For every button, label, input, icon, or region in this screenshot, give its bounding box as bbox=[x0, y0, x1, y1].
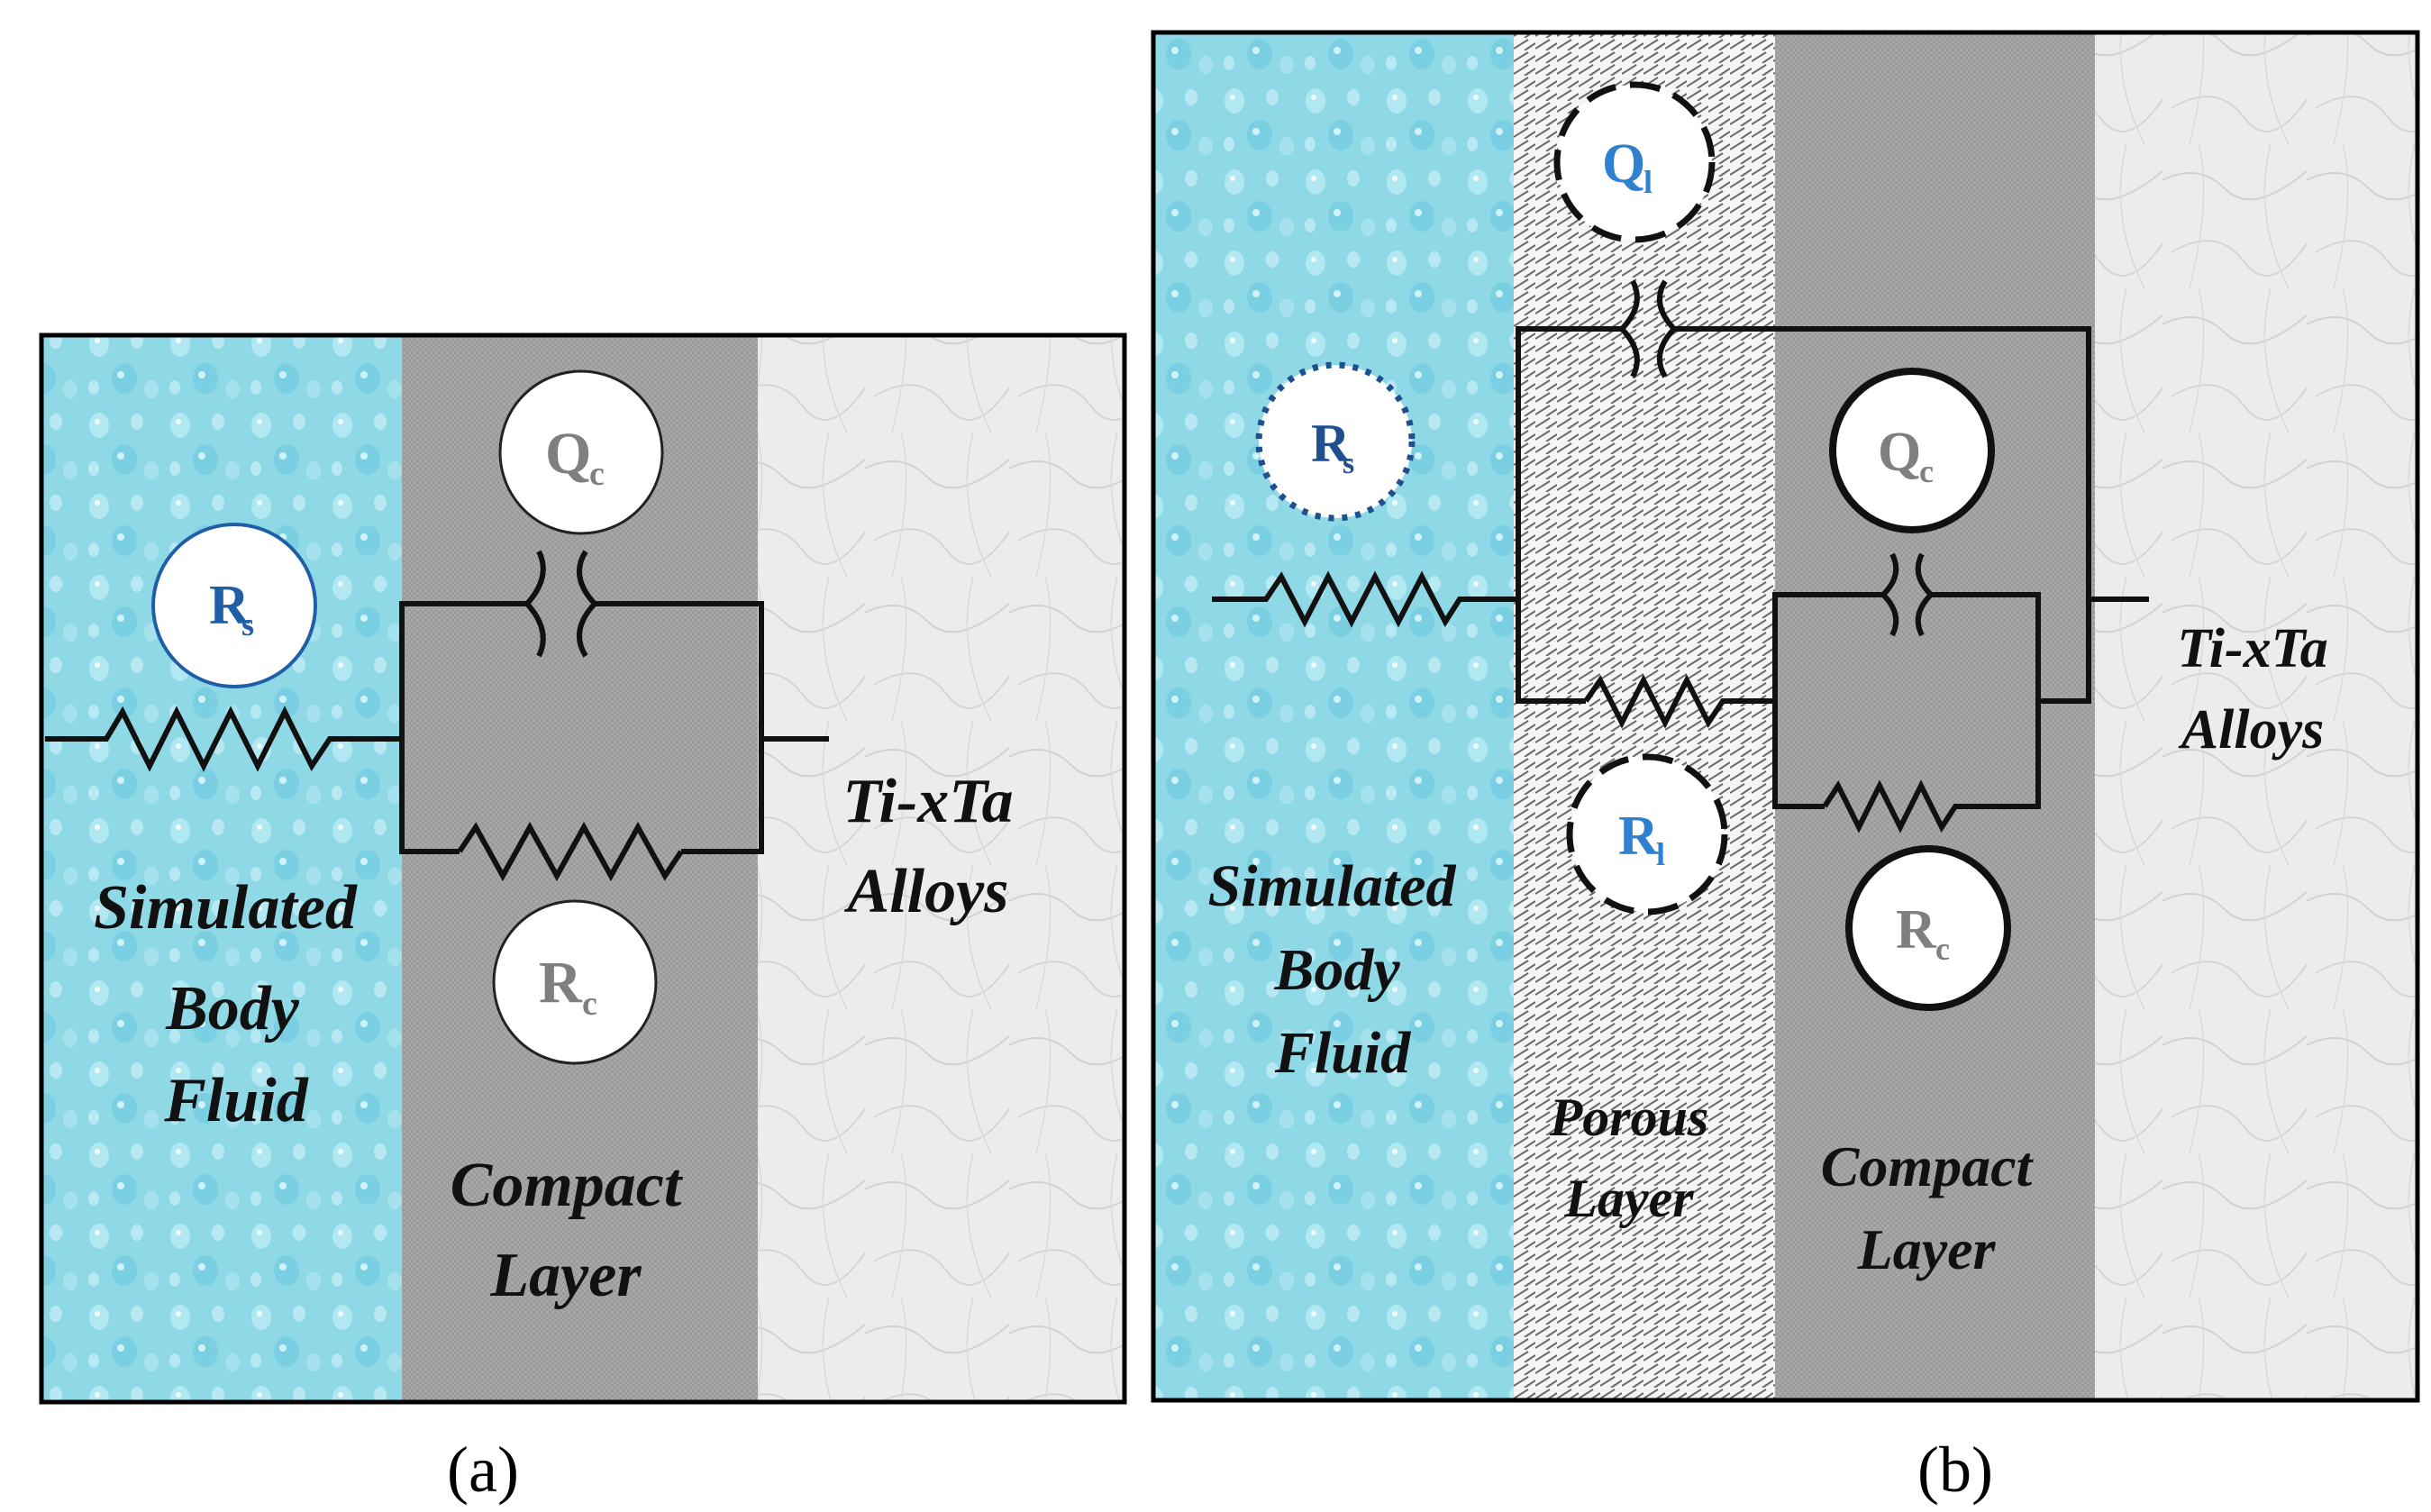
alloy-label-a-2: Alloys bbox=[844, 857, 1009, 926]
ql-circle-b: Q l bbox=[1553, 81, 1716, 243]
rl-label-b: R bbox=[1618, 806, 1660, 867]
rc-label-b: R bbox=[1896, 899, 1937, 961]
inner-parallel-b bbox=[1772, 592, 2045, 809]
alloy-region-a bbox=[758, 335, 1124, 1402]
parallel-frame-a bbox=[399, 601, 764, 854]
capacitor-qc-a bbox=[524, 550, 546, 658]
resistor-rc-b bbox=[1822, 779, 1969, 833]
resistor-rs-a bbox=[45, 706, 402, 772]
rs-sub-b: s bbox=[1343, 447, 1354, 480]
fluid-region-a bbox=[41, 335, 402, 1402]
rs-circle-b: R s bbox=[1255, 361, 1416, 522]
capacitor-qc-b bbox=[1880, 552, 1899, 637]
caption-a: (a) bbox=[447, 1434, 519, 1506]
alloy-label-b-2: Alloys bbox=[2178, 699, 2324, 761]
rl-sub-b: l bbox=[1656, 836, 1665, 872]
ql-sub-b: l bbox=[1643, 164, 1653, 200]
capacitor-ql-b-plate2 bbox=[1656, 279, 1677, 378]
compact-label-a-1: Compact bbox=[451, 1151, 684, 1220]
circuit-b bbox=[1212, 279, 2149, 833]
ql-label-b: Q bbox=[1602, 133, 1645, 195]
rc-circle-a: R c bbox=[492, 899, 658, 1065]
fluid-label-b-2: Body bbox=[1273, 937, 1400, 1003]
rc-sub-a: c bbox=[582, 985, 597, 1023]
circuit-a bbox=[45, 550, 829, 882]
rc-circle-b: R c bbox=[1845, 845, 2011, 1011]
outer-parallel-b bbox=[1516, 326, 2091, 704]
qc-sub-a: c bbox=[589, 455, 605, 493]
porous-label-b-2: Layer bbox=[1563, 1169, 1694, 1228]
qc-circle-a: Q c bbox=[498, 369, 664, 535]
fluid-label-a-1: Simulated bbox=[94, 873, 358, 943]
panel-a: R s Q c R c Simulated Body Fluid Compact… bbox=[39, 332, 1127, 1506]
fluid-label-a-3: Fluid bbox=[163, 1066, 309, 1135]
fluid-label-b-3: Fluid bbox=[1274, 1020, 1411, 1086]
capacitor-qc-a-plate2 bbox=[577, 550, 597, 658]
resistor-rs-b bbox=[1212, 570, 1518, 628]
fluid-region-b bbox=[1153, 32, 1514, 1400]
capacitor-qc-b-plate2 bbox=[1915, 552, 1934, 637]
rs-circle-a: R s bbox=[151, 523, 317, 688]
qc-label-b: Q bbox=[1878, 422, 1921, 483]
porous-region-b bbox=[1514, 32, 1775, 1400]
resistor-rl-b bbox=[1583, 674, 1775, 729]
fluid-label-b-1: Simulated bbox=[1207, 853, 1456, 919]
qc-sub-b: c bbox=[1919, 453, 1934, 489]
compact-region-b bbox=[1775, 32, 2095, 1400]
rs-label-a: R bbox=[209, 575, 250, 636]
compact-label-b-2: Layer bbox=[1857, 1217, 1997, 1281]
caption-b: (b) bbox=[1917, 1434, 1993, 1506]
resistor-rc-a bbox=[457, 821, 684, 882]
panel-b-frame bbox=[1151, 30, 2420, 1403]
qc-circle-b: Q c bbox=[1829, 368, 1995, 533]
compact-label-a-2: Layer bbox=[489, 1241, 642, 1310]
alloy-label-b-1: Ti-xTa bbox=[2177, 618, 2328, 679]
alloy-label-a-1: Ti-xTa bbox=[842, 767, 1013, 836]
rc-sub-b: c bbox=[1935, 931, 1950, 967]
fluid-label-a-2: Body bbox=[165, 974, 300, 1043]
compact-label-b-1: Compact bbox=[1821, 1134, 2035, 1198]
porous-label-b-1: Porous bbox=[1549, 1088, 1709, 1147]
rl-circle-b: R l bbox=[1566, 753, 1728, 915]
qc-label-a: Q bbox=[545, 421, 591, 487]
panel-a-frame bbox=[39, 332, 1127, 1405]
panel-b: R s Q l R l Q c R c Simulated Body Fluid… bbox=[1151, 30, 2420, 1506]
alloy-region-b bbox=[2095, 32, 2417, 1400]
rs-sub-a: s bbox=[241, 606, 254, 642]
capacitor-ql-b bbox=[1619, 279, 1640, 378]
rs-label-b: R bbox=[1311, 414, 1351, 473]
rc-label-a: R bbox=[539, 950, 583, 1016]
